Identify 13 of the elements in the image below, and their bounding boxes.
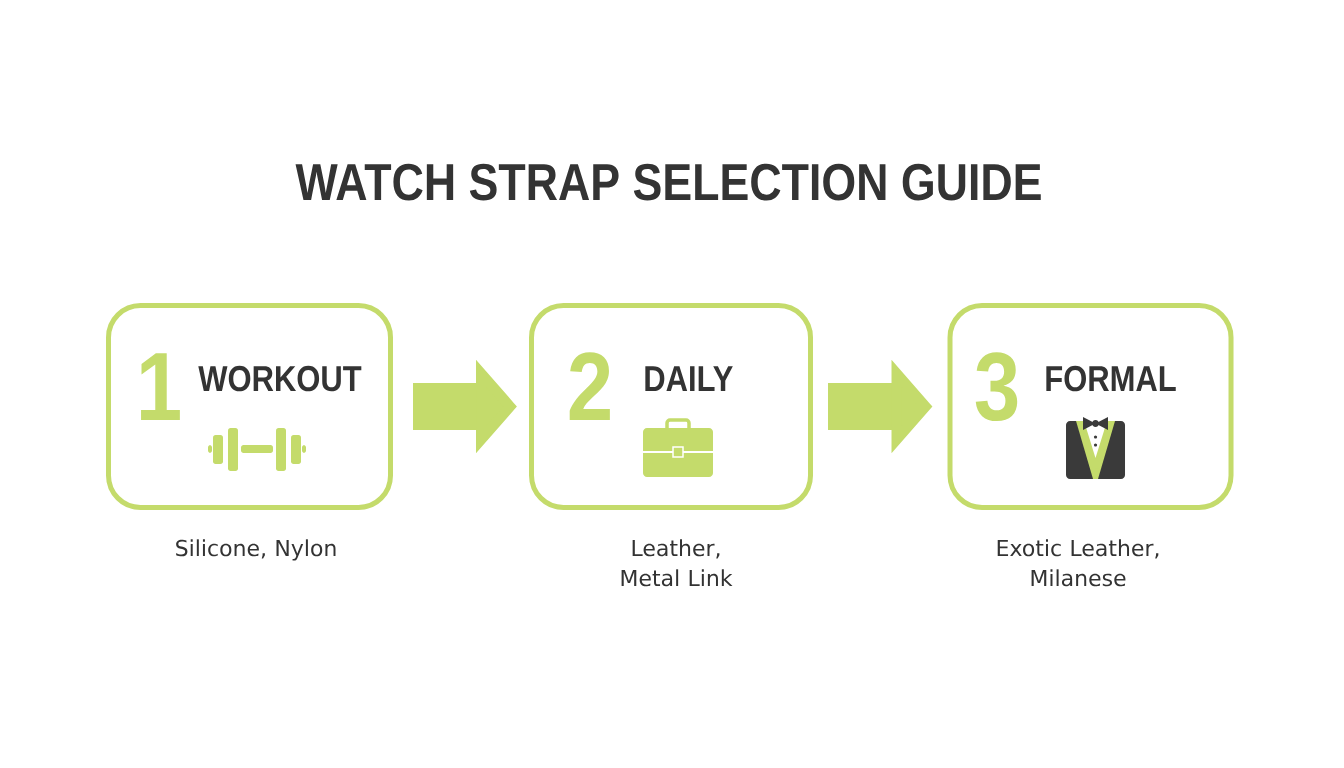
step-number: 1 — [141, 353, 180, 420]
step-number: 3 — [975, 352, 1018, 422]
material-caption: Silicone, Nylon — [176, 539, 336, 561]
step-box — [529, 303, 813, 510]
title: WATCH STRAP SELECTION GUIDE — [295, 163, 1041, 201]
step-heading: FORMAL — [1046, 365, 1176, 392]
step-box — [106, 303, 393, 510]
step-number: 2 — [569, 352, 610, 420]
step-box — [947, 303, 1234, 510]
material-caption: Exotic Leather, Milanese — [997, 539, 1159, 587]
step-heading: DAILY — [645, 366, 733, 391]
step-heading: WORKOUT — [198, 365, 362, 392]
material-caption: Leather, Metal Link — [621, 539, 733, 587]
